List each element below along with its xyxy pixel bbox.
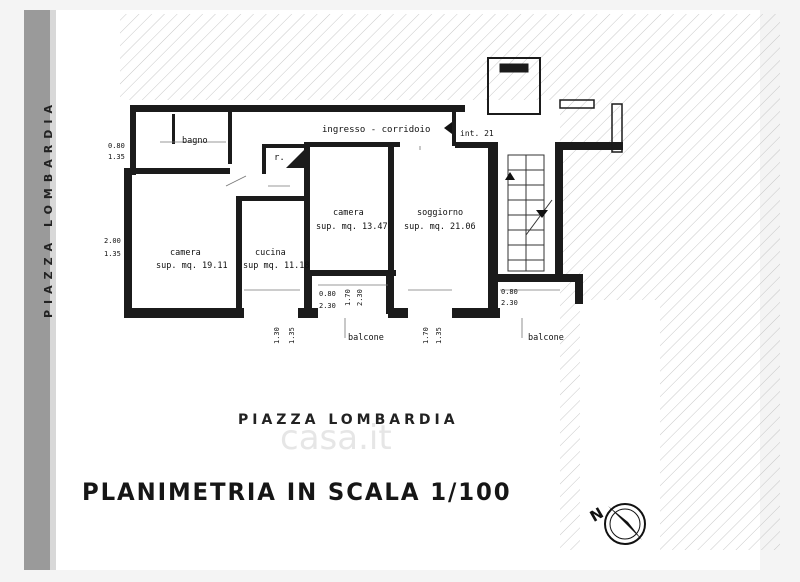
room-label-camera2: camera — [333, 208, 364, 218]
dim-bot5-b: 2.30 — [501, 299, 518, 307]
dim-bot5-a: 0.80 — [501, 288, 518, 296]
room-label-cucina: cucina — [255, 248, 286, 258]
label-int-21: int. 21 — [460, 129, 494, 138]
dim-top-left-a: 0.80 — [108, 142, 125, 150]
street-label-side: PIAZZA LOMBARDIA — [42, 99, 55, 318]
room-label-camera1: camera — [170, 248, 201, 258]
dim-mid-left-a: 2.00 — [104, 237, 121, 245]
room-label-soggiorno: soggiorno — [417, 208, 463, 218]
closet-fill — [286, 148, 306, 168]
room-area-soggiorno: sup. mq. 21.06 — [404, 222, 476, 232]
hatched-area-top — [120, 14, 780, 100]
dim-bot4-a: 1.70 — [422, 327, 430, 344]
balcone-label-2: balcone — [528, 333, 564, 343]
dim-mid-left-b: 1.35 — [104, 250, 121, 258]
watermark: casa.it — [280, 418, 392, 458]
dim-bot3-b: 2.30 — [356, 289, 364, 306]
dim-bot2-b: 2.30 — [319, 302, 336, 310]
room-label-bagno: bagno — [182, 136, 208, 146]
entrance-arrow — [444, 122, 452, 134]
dim-bot4-b: 1.35 — [435, 327, 443, 344]
dim-bot3-a: 1.70 — [344, 289, 352, 306]
room-area-camera1: sup. mq. 19.11 — [156, 261, 228, 271]
staircase — [505, 154, 553, 272]
closet-label: r. — [274, 153, 285, 163]
room-label-ingresso: ingresso - corridoio — [322, 125, 430, 135]
partitions — [130, 108, 456, 314]
room-area-camera2: sup. mq. 13.47 — [316, 222, 388, 232]
walls — [124, 57, 623, 318]
balcone-label-1: balcone — [348, 333, 384, 343]
dim-bot1-b: 1.35 — [288, 327, 296, 344]
room-area-cucina: sup mq. 11.18 — [243, 261, 310, 271]
street-label-bottom: PIAZZA LOMBARDIA — [238, 412, 459, 428]
dim-top-left-b: 1.35 — [108, 153, 125, 161]
balcony-lines — [160, 141, 560, 338]
dim-bot2-a: 0.80 — [319, 290, 336, 298]
dim-bot1-a: 1.30 — [273, 327, 281, 344]
scan-shadow — [24, 10, 50, 570]
plan-title: PLANIMETRIA IN SCALA 1/100 — [82, 478, 512, 506]
